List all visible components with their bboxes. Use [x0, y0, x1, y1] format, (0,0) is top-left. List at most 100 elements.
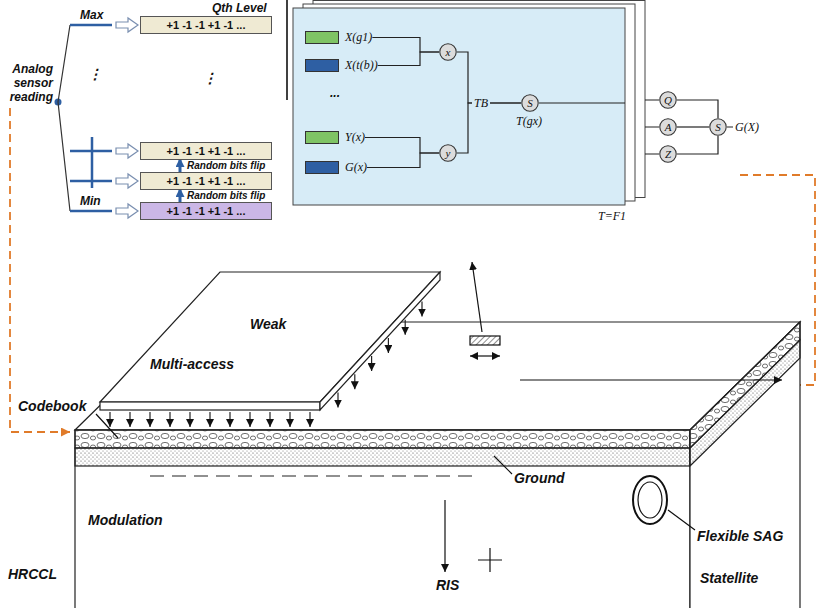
color-swatch [305, 161, 339, 174]
node-text: +1 -1 -1 +1 -1 ... [167, 19, 246, 31]
quantizer [116, 174, 138, 188]
operator-circle: S [521, 94, 539, 112]
part-label: Qth Level [212, 1, 267, 15]
node-text: X(t(b)) [345, 58, 378, 73]
color-swatch [305, 59, 339, 72]
quantizer [70, 25, 112, 211]
operator-circle: y [439, 144, 457, 162]
part-label: ... [330, 86, 340, 100]
circle-outline [660, 119, 676, 135]
part-label: Weak [250, 316, 286, 332]
part-label: Ground [514, 470, 565, 486]
node-text: Y(x) [345, 130, 365, 145]
load-arrow [229, 412, 230, 427]
circle-outline [710, 119, 726, 135]
load-arrow [269, 412, 270, 427]
node-text: x [446, 46, 451, 58]
signal-line [367, 153, 439, 168]
color-swatch [305, 131, 339, 144]
input-box: X(t(b)) [305, 58, 378, 73]
load-arrow [129, 412, 130, 427]
part-label: G(X) [735, 120, 759, 134]
signal-line [677, 126, 709, 127]
node-text: S [715, 121, 721, 133]
signal-line [457, 103, 521, 153]
node-text: G(x) [345, 160, 367, 175]
input-box: Y(x) [305, 130, 365, 145]
load-arrow [354, 374, 355, 389]
input-box: G(x) [305, 160, 367, 175]
ground-block [75, 430, 690, 448]
ground-block [75, 322, 800, 608]
node-text: +1 -1 -1 +1 -1 ... [167, 145, 246, 157]
part-label: Codebook [18, 398, 86, 414]
load-arrow [249, 412, 250, 427]
part-label: RIS [436, 577, 459, 593]
node-text: S [527, 97, 533, 109]
dimension-symbol [472, 262, 482, 332]
circle-outline [660, 92, 676, 108]
dimension-symbol [633, 476, 667, 524]
load-strip [100, 272, 440, 402]
dimension-symbol [470, 355, 500, 356]
quantizer [116, 18, 138, 32]
quantizer [116, 144, 138, 158]
node-text: Q [664, 94, 672, 106]
quantizer [58, 25, 70, 211]
input-box: X(g1) [305, 30, 372, 45]
code-box: +1 -1 -1 +1 -1 ... [140, 142, 272, 160]
load-strip [100, 272, 440, 427]
quantizer [286, 0, 288, 100]
load-arrow [337, 393, 338, 408]
dimension-symbol [478, 548, 502, 572]
load-strip [110, 302, 422, 428]
signal-line [677, 100, 718, 118]
load-arrow [109, 412, 110, 427]
dimension-symbol [96, 414, 695, 530]
part-label: Max [80, 8, 103, 22]
part-label: Modulation [88, 512, 163, 528]
ground-block [690, 322, 800, 608]
load-arrow [371, 356, 372, 371]
layer-panel [539, 100, 733, 154]
part-label: Min [80, 194, 101, 208]
part-label: ⋮ [203, 70, 217, 86]
ground-block [690, 340, 800, 466]
circle-outline [440, 44, 456, 60]
layer-panel [293, 1, 733, 206]
load-arrow [149, 412, 150, 427]
part-label: Analog sensor reading [3, 62, 53, 104]
feedback-line [10, 108, 70, 432]
node-text: y [446, 147, 451, 159]
dimension-symbol [520, 379, 782, 380]
ground-block [690, 322, 800, 448]
code-box: +1 -1 -1 +1 -1 ... [140, 16, 272, 34]
ground-block [75, 448, 690, 466]
dimension-symbol [470, 336, 500, 345]
load-arrow [289, 412, 290, 427]
quantizer [116, 204, 138, 218]
dimension-symbol [638, 482, 662, 518]
operator-circle: Q [659, 91, 677, 109]
part-label: Flexible SAG [697, 528, 783, 544]
signal-line [372, 38, 439, 53]
part-label: Multi-access [150, 356, 234, 372]
operator-circle: x [439, 43, 457, 61]
load-arrow [421, 302, 422, 317]
load-arrow [405, 320, 406, 335]
node-text: +1 -1 -1 +1 -1 ... [167, 205, 246, 217]
code-box: +1 -1 -1 +1 -1 ... [140, 202, 272, 220]
load-arrow [189, 412, 190, 427]
operator-circle: Z [659, 145, 677, 163]
part-label: ⋮ [88, 66, 102, 82]
color-swatch [305, 31, 339, 44]
ground-block [75, 430, 690, 608]
part-label: Statellite [700, 570, 758, 586]
quantizer [116, 18, 138, 218]
load-arrow [309, 412, 310, 427]
bit-flip-arrow [179, 160, 182, 172]
node-text: +1 -1 -1 +1 -1 ... [167, 175, 246, 187]
operator-circle: A [659, 118, 677, 136]
